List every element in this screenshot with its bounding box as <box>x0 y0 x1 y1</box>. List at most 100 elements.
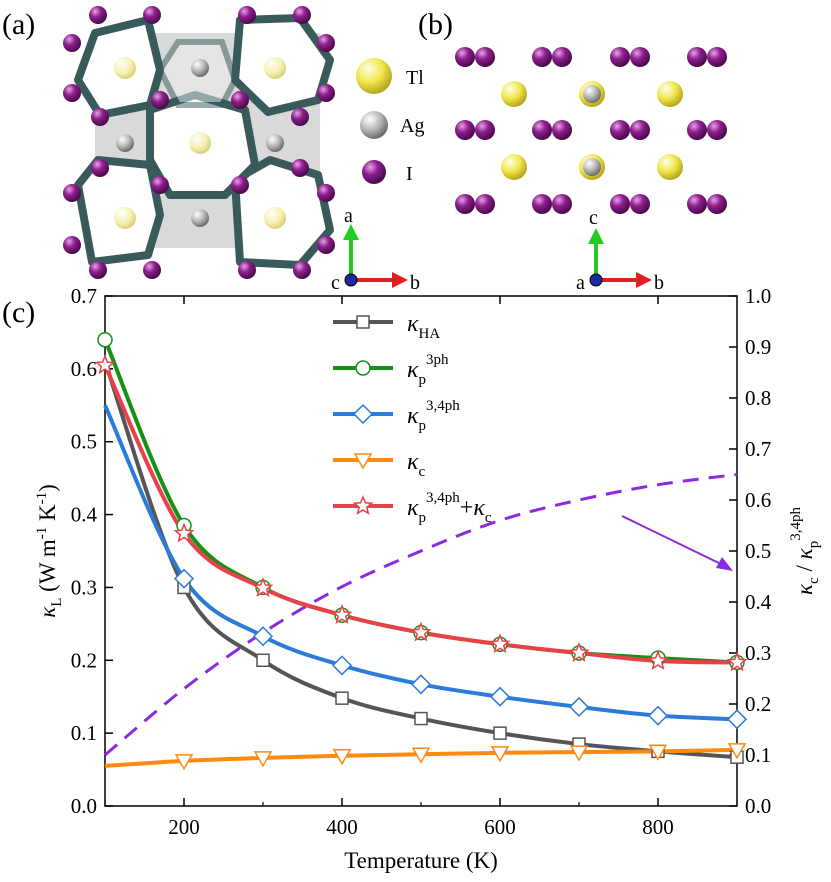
data-point <box>726 709 748 730</box>
y2-tick-label: 0.3 <box>745 641 771 665</box>
panel-b-axes-indicator: c a b <box>576 207 664 294</box>
x-tick-label: 800 <box>642 815 674 839</box>
axis-ticks <box>104 295 738 807</box>
data-point <box>332 748 352 766</box>
panel-b-axis-right: b <box>654 272 664 294</box>
y2-tick-label: 0.9 <box>745 335 771 359</box>
y2-tick-label: 0.2 <box>745 692 771 716</box>
y-axis-label: κL (W m-1 K-1) <box>34 484 65 618</box>
legend-item-kp34ph: κp3,4ph <box>333 398 460 434</box>
y2-tick-label: 0.1 <box>745 743 771 767</box>
x-tick-label: 200 <box>168 815 200 839</box>
data-point <box>173 568 195 589</box>
y2-tick-label: 0.6 <box>745 488 771 512</box>
svg-text:κc: κc <box>407 449 426 480</box>
legend-i-sphere <box>362 160 386 184</box>
y-tick-label: 0.1 <box>71 721 97 745</box>
panel-c: (c) 200 400 600 800 0.0 0.1 0.2 0.3 0.4 0.5 0.6 0.7… <box>2 284 822 873</box>
data-point <box>174 754 194 771</box>
data-point <box>331 655 353 676</box>
y2-tick-label: 0.4 <box>745 590 772 614</box>
data-point <box>647 705 669 726</box>
y-tick-label: 0.0 <box>71 794 97 818</box>
panel-a-label: (a) <box>2 8 35 41</box>
svg-text:κc / κp3,4ph: κc / κp3,4ph <box>788 507 822 595</box>
data-point <box>414 711 428 726</box>
svg-text:κL (W m-1 K-1): κL (W m-1 K-1) <box>34 484 65 618</box>
data-point <box>331 604 353 625</box>
legend-tl-sphere <box>356 58 392 94</box>
data-point <box>647 650 669 670</box>
y-tick-label: 0.4 <box>71 503 98 527</box>
y2-tick-label: 0.7 <box>745 437 771 461</box>
panel-a-axis-right: b <box>410 272 420 294</box>
data-point <box>489 686 511 707</box>
panel-b-label: (b) <box>418 8 453 41</box>
panel-a-structure <box>63 6 335 279</box>
data-point <box>94 354 116 375</box>
x-tick-label: 400 <box>326 815 358 839</box>
data-point <box>490 746 510 763</box>
svg-text:κp3ph: κp3ph <box>407 352 449 388</box>
data-point <box>252 626 274 647</box>
legend-item-kc: κc <box>333 449 426 480</box>
y2-tick-label: 0.8 <box>745 386 771 410</box>
data-point <box>410 674 432 695</box>
panel-a-axes-indicator: a c b <box>331 205 420 294</box>
legend-ag-label: Ag <box>400 115 424 137</box>
legend-ag-sphere <box>360 111 388 139</box>
data-point <box>648 744 668 761</box>
y-tick-label: 0.7 <box>71 284 97 308</box>
data-point <box>569 745 589 762</box>
data-point <box>256 653 270 668</box>
y-tick-label: 0.6 <box>71 357 97 381</box>
data-point <box>253 751 273 768</box>
svg-text:κp3,4ph+κc: κp3,4ph+κc <box>407 490 492 526</box>
y-tick-label: 0.2 <box>71 648 97 672</box>
data-point <box>726 651 748 672</box>
y-tick-label: 0.5 <box>71 430 97 454</box>
panel-a-axis-left: c <box>331 272 340 294</box>
series-curves <box>103 338 738 768</box>
chart-legend: κHA κp3ph κp3,4ph κc κp3,4ph+κc <box>333 311 492 526</box>
x-tick-label: 600 <box>484 815 516 839</box>
tick-labels: 200 400 600 800 0.0 0.1 0.2 0.3 0.4 0.5 0.6 0.7 0.0 0… <box>71 284 772 839</box>
svg-text:κHA: κHA <box>407 311 440 342</box>
data-point <box>335 691 349 705</box>
data-point <box>411 747 431 764</box>
panel-a: (a) <box>2 6 424 294</box>
data-point <box>493 726 507 740</box>
svg-text:κp3,4ph: κp3,4ph <box>407 398 460 434</box>
data-point <box>252 577 274 598</box>
panel-b-axis-left: a <box>576 272 585 294</box>
ratio-arrow <box>621 515 733 571</box>
data-point <box>727 743 747 760</box>
legend-tl-label: Tl <box>406 67 424 89</box>
panel-c-label: (c) <box>2 296 35 329</box>
y2-tick-label: 0.5 <box>745 539 771 563</box>
series-markers <box>94 331 748 771</box>
data-point <box>97 331 113 348</box>
legend-i-label: I <box>406 163 413 185</box>
ratio-curve <box>104 473 738 757</box>
y-tick-label: 0.3 <box>71 575 97 599</box>
data-point <box>568 642 590 662</box>
legend-item-kHA: κHA <box>333 311 440 342</box>
legend-item-kp3ph: κp3ph <box>333 352 449 388</box>
data-point <box>173 522 195 543</box>
legend-item-kp34ph-plus-kc: κp3,4ph+κc <box>333 490 492 526</box>
y2-tick-label: 1.0 <box>745 284 771 308</box>
y2-axis-label: κc / κp3,4ph <box>788 507 822 595</box>
atom-legend: Tl Ag I <box>356 58 424 185</box>
y2-tick-label: 0.0 <box>745 794 771 818</box>
data-point <box>489 633 511 654</box>
panel-b-axis-up: c <box>589 207 598 229</box>
series-line <box>103 404 738 722</box>
panel-b: (b) <box>418 8 727 294</box>
panel-a-axis-up: a <box>344 205 353 227</box>
panel-b-structure <box>455 47 727 214</box>
x-axis-label: Temperature (K) <box>344 848 498 873</box>
data-point <box>568 696 590 717</box>
data-point <box>410 621 432 642</box>
